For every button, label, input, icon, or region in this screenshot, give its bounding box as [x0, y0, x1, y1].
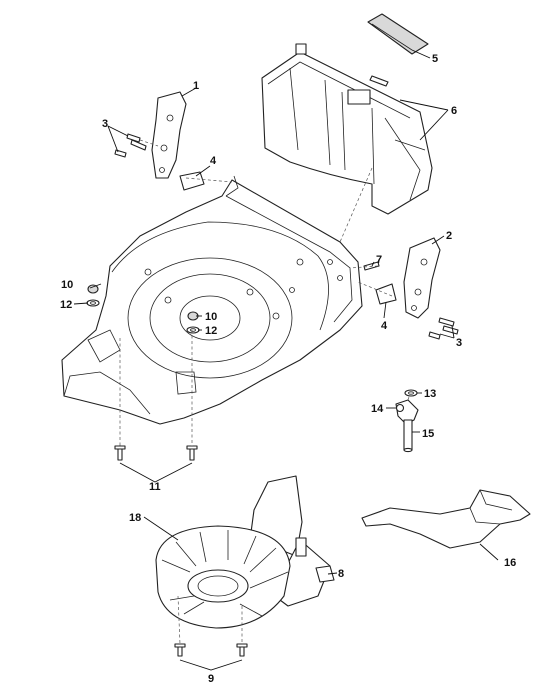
callout-2: 2	[446, 230, 452, 242]
callout-16: 16	[504, 557, 516, 569]
callout-4-right: 4	[381, 320, 388, 332]
nut-washer-left-part	[86, 284, 100, 307]
callout-14: 14	[371, 403, 384, 415]
rear-deflector-part	[361, 489, 531, 549]
callout-1: 1	[193, 80, 199, 92]
callout-labels: 1 2 3 3 4 4 5 6 7 8 9 10 10 11 12 12 13 …	[60, 53, 516, 685]
flap-part	[367, 13, 429, 55]
chute-pin-part	[369, 75, 389, 87]
callout-3-left: 3	[102, 118, 108, 130]
screws-cone-part	[174, 643, 248, 657]
callout-12-center: 12	[205, 325, 217, 337]
callout-10-center: 10	[205, 311, 217, 323]
shaft-assembly-part	[395, 389, 419, 453]
callout-7: 7	[376, 254, 382, 266]
leader-lines	[73, 49, 499, 671]
callout-5: 5	[432, 53, 438, 65]
mower-deck-part	[61, 175, 363, 425]
cutting-cone-part	[155, 475, 335, 629]
callout-9: 9	[208, 673, 214, 685]
callout-13: 13	[424, 388, 436, 400]
bolts-right-part	[428, 317, 459, 340]
bracket-right-part	[403, 237, 441, 319]
callout-15: 15	[422, 428, 434, 440]
nut-washer-center-part	[186, 311, 200, 334]
callout-6: 6	[451, 105, 457, 117]
callout-4-left: 4	[210, 155, 217, 167]
bolts-left-part	[114, 133, 147, 158]
callout-3-right: 3	[456, 337, 462, 349]
clip-left-part	[179, 171, 205, 191]
callout-8: 8	[338, 568, 344, 580]
callout-18: 18	[129, 512, 141, 524]
callout-11: 11	[149, 481, 161, 493]
callout-10-left: 10	[61, 279, 73, 291]
screws-bottom-part	[114, 445, 198, 461]
grass-chute-part	[261, 43, 433, 215]
callout-12-left: 12	[60, 299, 72, 311]
clip-right-part	[375, 283, 397, 305]
bracket-left-part	[151, 91, 187, 179]
assembly-lines	[119, 139, 411, 645]
